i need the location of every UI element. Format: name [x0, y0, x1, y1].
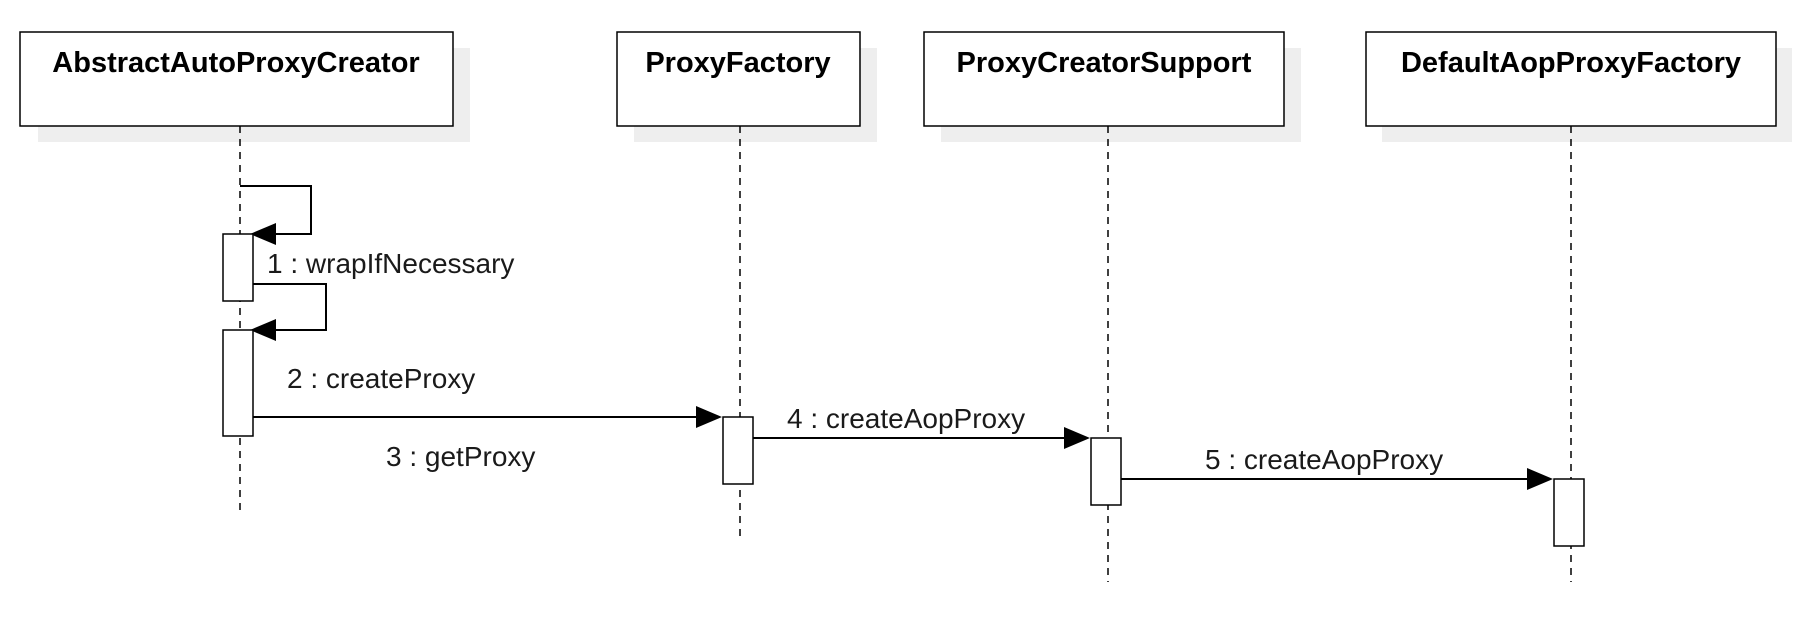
- participant-box: [19, 31, 454, 127]
- message-3-label: 3 : getProxy: [386, 441, 535, 472]
- participant-name: ProxyCreatorSupport: [957, 47, 1252, 79]
- message-4-arrowhead: [1064, 427, 1090, 449]
- activation-bar: [1090, 437, 1122, 506]
- message-1-arrowhead: [250, 223, 276, 245]
- participant-proxyfactory: ProxyFactory: [616, 31, 877, 142]
- message-5-label: 5 : createAopProxy: [1205, 444, 1443, 475]
- participant-defaultaopproxyfactory: DefaultAopProxyFactory: [1365, 31, 1792, 142]
- activation-bar: [222, 233, 254, 302]
- participant-box: [923, 31, 1285, 127]
- participant-box: [616, 31, 861, 127]
- participant-proxycreatorsupport: ProxyCreatorSupport: [923, 31, 1301, 142]
- message-2-label: 2 : createProxy: [287, 363, 475, 394]
- participant-name: AbstractAutoProxyCreator: [52, 47, 419, 79]
- message-1-label: 1 : wrapIfNecessary: [267, 248, 514, 279]
- participant-name: ProxyFactory: [645, 47, 830, 79]
- message-2-arrowhead: [250, 319, 276, 341]
- activation-bar: [722, 416, 754, 485]
- activation-bar: [222, 329, 254, 437]
- participant-box: [1365, 31, 1777, 127]
- message-1-line: [240, 185, 312, 235]
- message-4-label: 4 : createAopProxy: [787, 403, 1025, 434]
- message-2-line: [253, 283, 327, 331]
- participant-name: DefaultAopProxyFactory: [1401, 47, 1741, 79]
- message-3-arrowhead: [696, 406, 722, 428]
- activation-bar: [1553, 478, 1585, 547]
- message-5-arrowhead: [1527, 468, 1553, 490]
- participant-abstractautoproxycreator: AbstractAutoProxyCreator: [19, 31, 470, 142]
